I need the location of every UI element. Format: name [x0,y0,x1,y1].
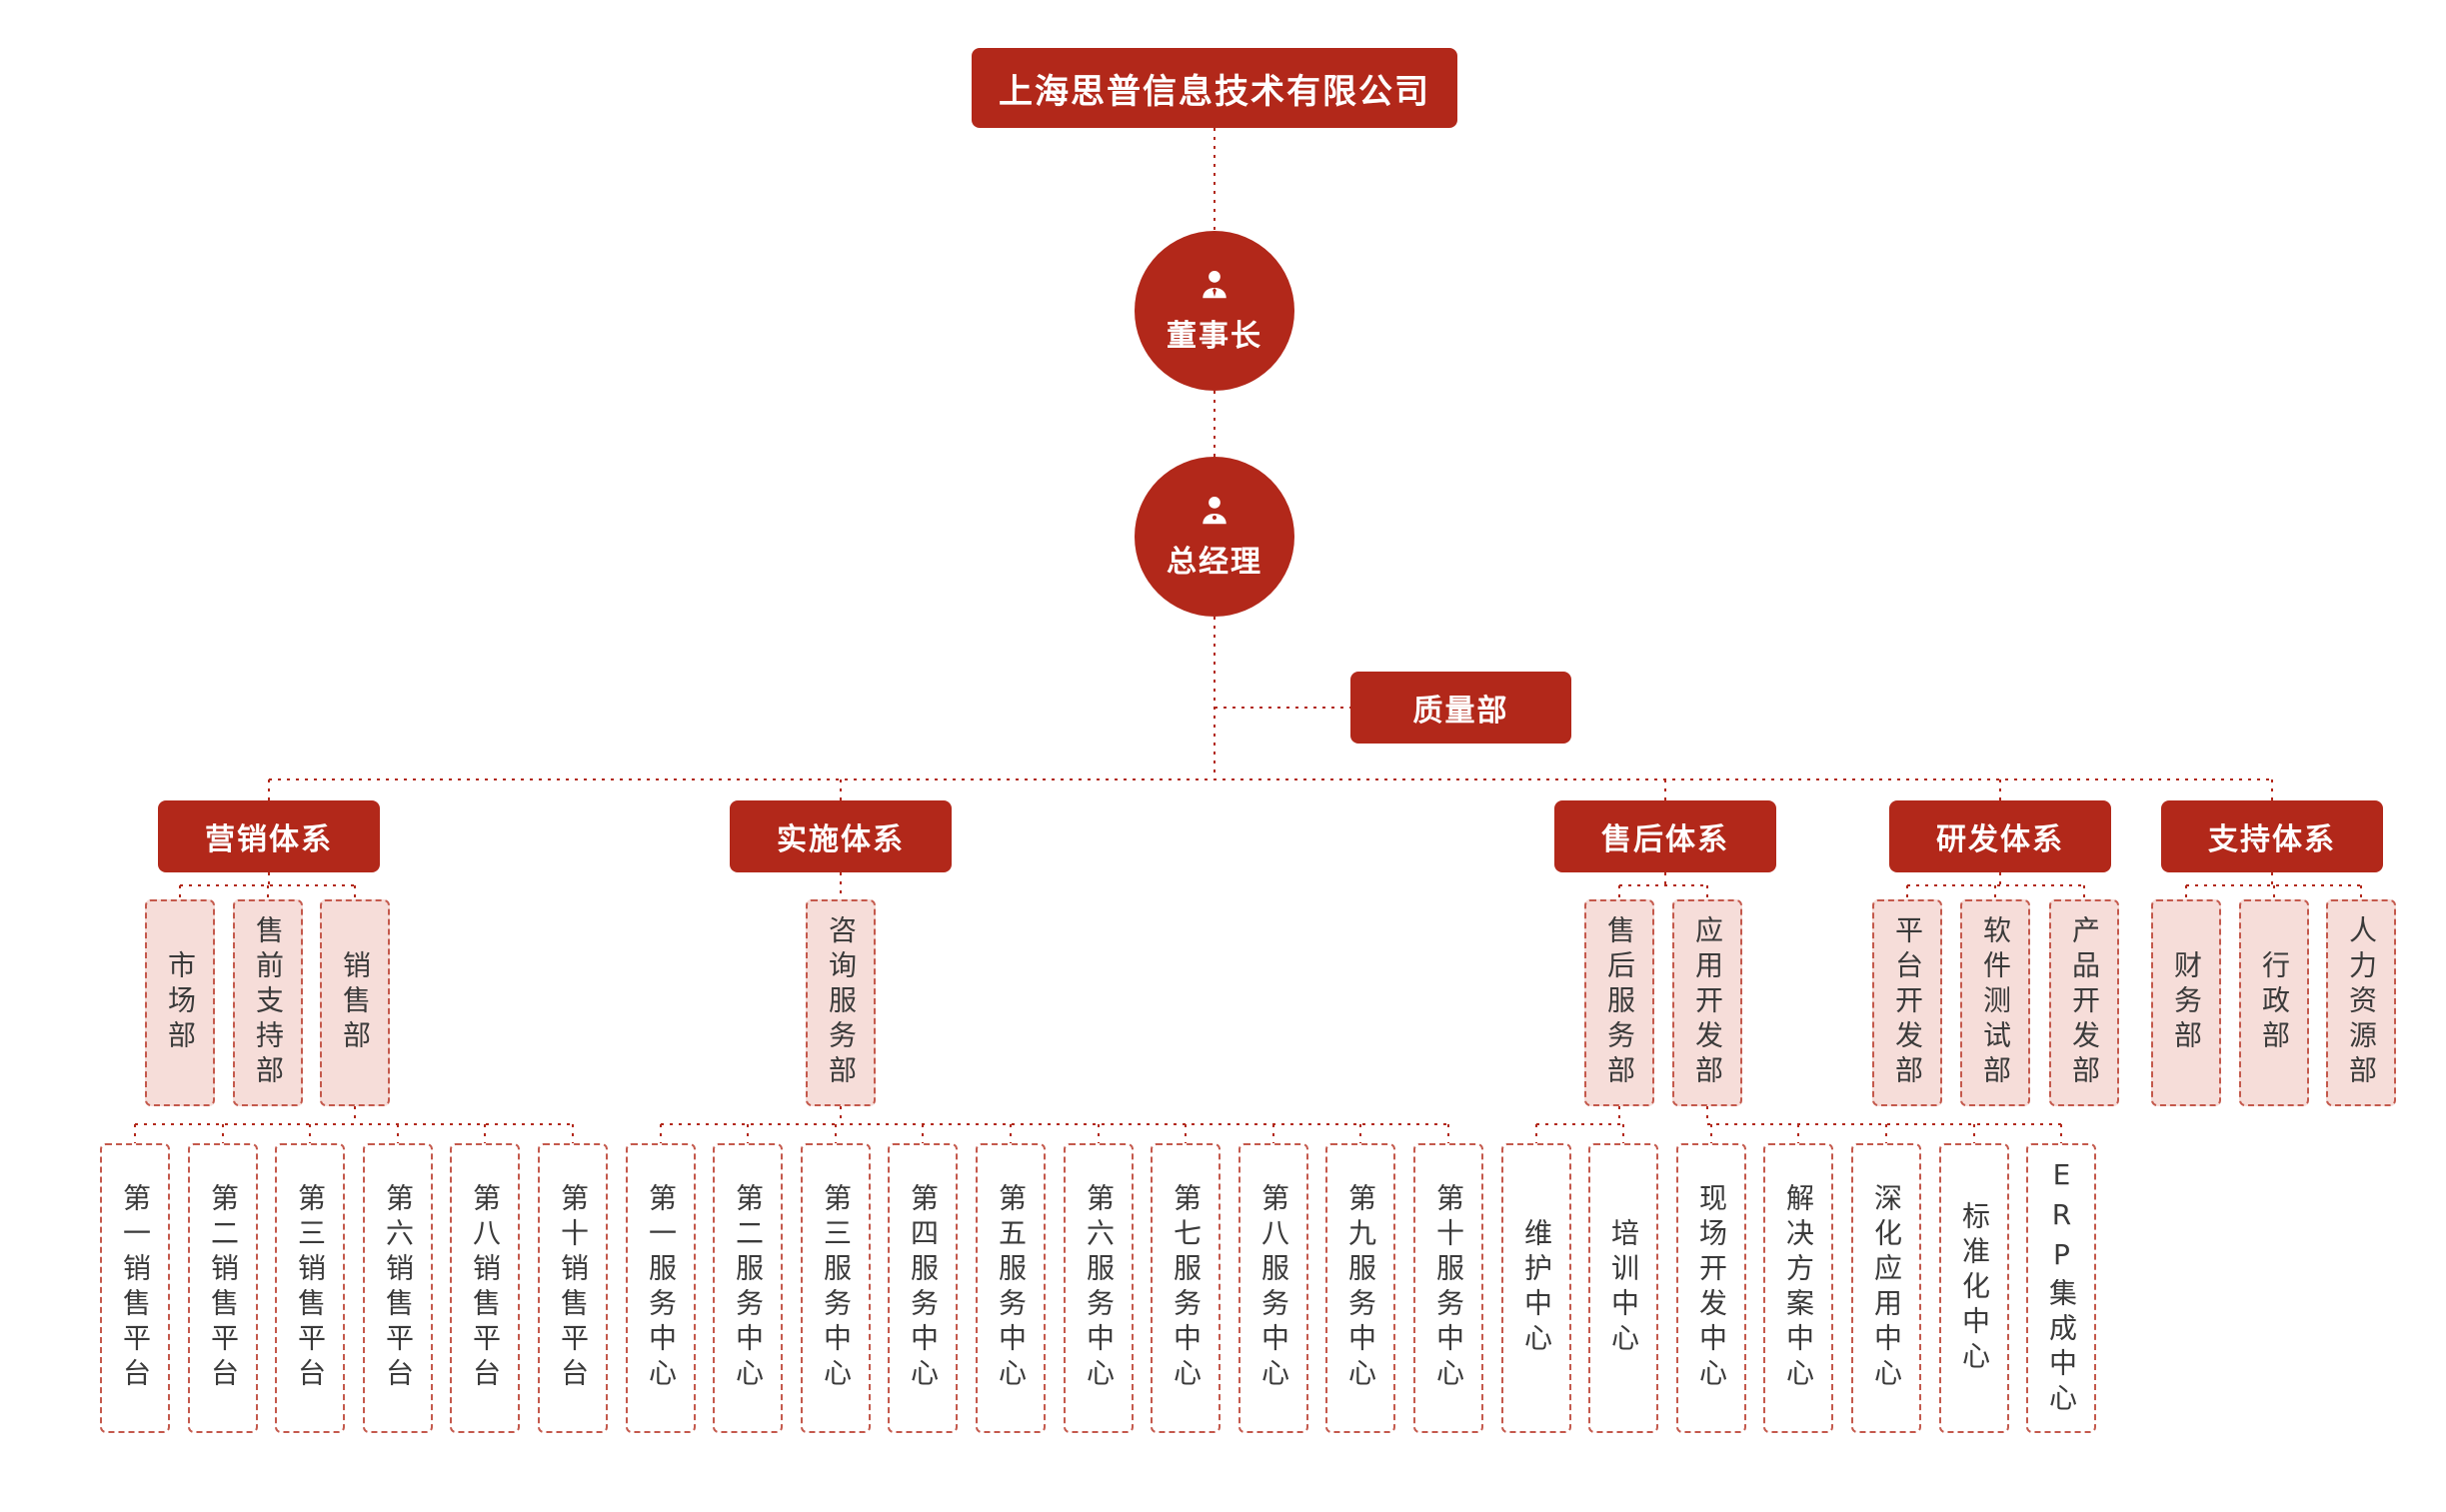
service-center-7: 第七服务中心 [1151,1143,1221,1433]
dept-presales-support: 售前支持部 [233,899,303,1106]
dept-hr: 人力资源部 [2326,899,2396,1106]
maintenance-center: 维护中心 [1501,1143,1571,1433]
deep-application-center: 深化应用中心 [1851,1143,1921,1433]
chairman-icon [1197,267,1232,303]
node-quality-dept: 质量部 [1350,672,1571,744]
service-center-4: 第四服务中心 [888,1143,958,1433]
sales-platform-2: 第二销售平台 [188,1143,258,1433]
service-center-10: 第十服务中心 [1413,1143,1483,1433]
service-center-8: 第八服务中心 [1238,1143,1308,1433]
training-center: 培训中心 [1588,1143,1658,1433]
service-center-9: 第九服务中心 [1325,1143,1395,1433]
service-center-3: 第三服务中心 [801,1143,871,1433]
dept-app-dev: 应用开发部 [1672,899,1742,1106]
sales-platform-3: 第三销售平台 [275,1143,345,1433]
general-manager-label: 总经理 [1167,545,1262,580]
chairman-label: 董事长 [1167,319,1262,354]
branch-rnd: 研发体系 [1889,800,2111,872]
sales-platform-1: 第一销售平台 [100,1143,170,1433]
standardization-center: 标准化中心 [1939,1143,2009,1433]
service-center-2: 第二服务中心 [713,1143,783,1433]
node-general-manager: 总经理 [1135,457,1294,617]
sales-platform-8: 第八销售平台 [450,1143,520,1433]
branch-marketing: 营销体系 [158,800,380,872]
dept-aftersales-service: 售后服务部 [1584,899,1654,1106]
sales-platform-6: 第六销售平台 [363,1143,433,1433]
dept-platform-dev: 平台开发部 [1872,899,1942,1106]
dept-market: 市场部 [145,899,215,1106]
branch-support: 支持体系 [2161,800,2383,872]
service-center-6: 第六服务中心 [1064,1143,1134,1433]
general-manager-icon [1197,493,1232,529]
branch-aftersales: 售后体系 [1554,800,1776,872]
onsite-dev-center: 现场开发中心 [1676,1143,1746,1433]
dept-admin: 行政部 [2239,899,2309,1106]
sales-platform-10: 第十销售平台 [538,1143,608,1433]
node-company: 上海思普信息技术有限公司 [972,48,1457,128]
dept-software-test: 软件测试部 [1960,899,2030,1106]
dept-sales: 销售部 [320,899,390,1106]
dept-consulting-service: 咨询服务部 [806,899,876,1106]
solution-center: 解决方案中心 [1763,1143,1833,1433]
service-center-5: 第五服务中心 [976,1143,1046,1433]
dept-product-dev: 产品开发部 [2049,899,2119,1106]
erp-integration-center: ERP集成中心 [2026,1143,2096,1433]
node-chairman: 董事长 [1135,231,1294,391]
branch-implementation: 实施体系 [730,800,952,872]
service-center-1: 第一服务中心 [626,1143,696,1433]
dept-finance: 财务部 [2151,899,2221,1106]
